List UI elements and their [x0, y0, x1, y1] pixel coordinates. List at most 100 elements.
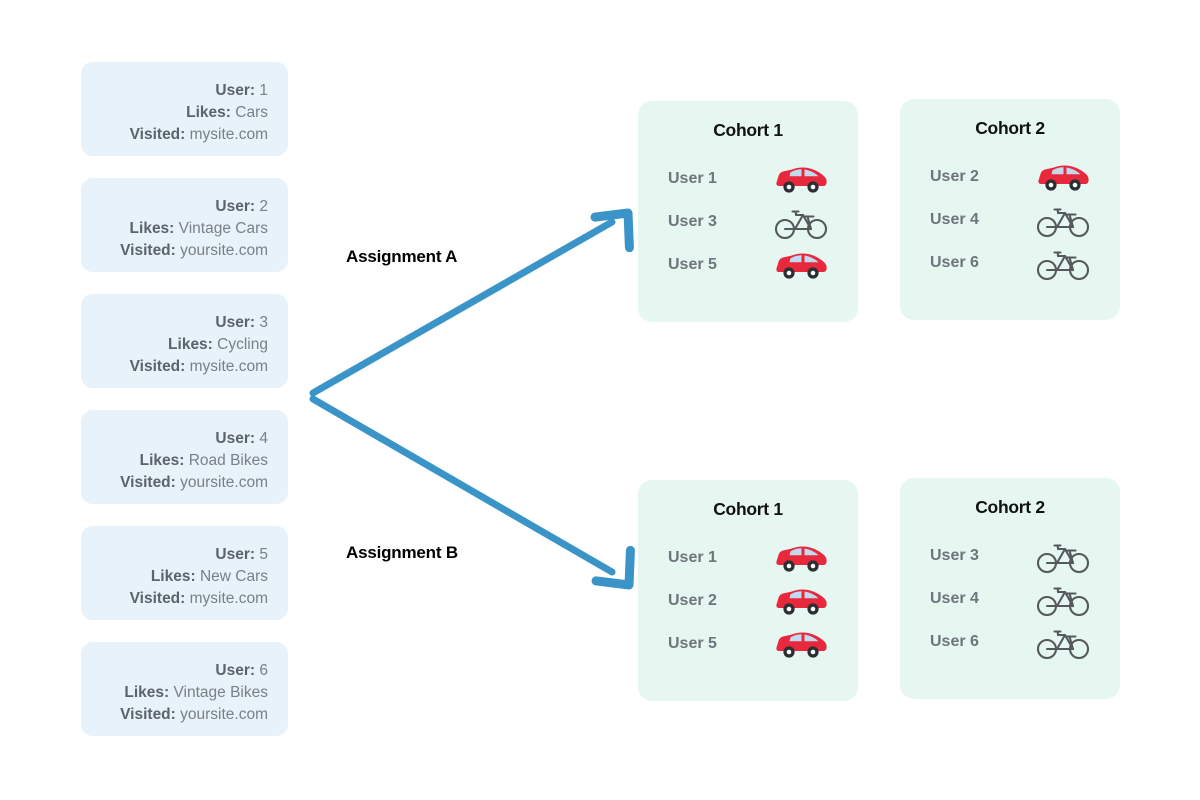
car-icon — [776, 253, 827, 279]
user-card-label-user: User: — [215, 662, 256, 679]
user-card-row-likes: Likes: Cars — [81, 102, 268, 124]
user-card-value-likes: Cycling — [217, 336, 268, 353]
cohort-row-user-label: User 1 — [668, 169, 717, 187]
user-card-row-visited: Visited: mysite.com — [81, 588, 268, 610]
user-card-value-visited: mysite.com — [189, 358, 268, 375]
cohort-row-interest-icon — [1032, 245, 1094, 281]
user-card-label-user: User: — [215, 82, 256, 99]
user-card-row-likes: Likes: Vintage Bikes — [81, 682, 268, 704]
cohort-title: Cohort 1 — [713, 499, 783, 519]
user-card-value-user: 1 — [259, 82, 268, 99]
user-card-label-visited: Visited: — [120, 706, 176, 723]
assignment-a-label: Assignment A — [346, 247, 458, 266]
cohort-row-user-label: User 6 — [930, 632, 979, 650]
user-card-label-likes: Likes: — [168, 336, 213, 353]
user-card-label-likes: Likes: — [129, 220, 175, 237]
cohort-row: User 1 — [668, 157, 832, 200]
user-card-value-likes: Vintage Bikes — [173, 684, 269, 701]
user-card-row-user: User: 6 — [81, 660, 268, 682]
user-card-value-visited: yoursite.com — [180, 706, 268, 723]
cohort-row-user-label: User 2 — [668, 591, 717, 609]
cohort-row-user-label: User 4 — [930, 589, 979, 607]
user-card-value-likes: Vintage Cars — [178, 220, 268, 237]
user-card-row-user: User: 2 — [81, 196, 268, 218]
user-card-label-visited: Visited: — [129, 358, 186, 375]
cohort-box-assignment-a-cohort-1: Cohort 1 User 1 User 3 User 5 — [638, 101, 858, 322]
user-card-value-visited: yoursite.com — [180, 242, 268, 259]
user-card-row-likes: Likes: Vintage Cars — [81, 218, 268, 240]
user-card-value-likes: Cars — [235, 104, 268, 121]
bicycle-icon — [1036, 543, 1090, 573]
cohort-row: User 5 — [668, 243, 832, 286]
user-card-row-user: User: 4 — [81, 428, 268, 450]
user-card-label-likes: Likes: — [124, 684, 170, 701]
user-card-row-visited: Visited: mysite.com — [81, 356, 268, 378]
cohort-row-user-label: User 5 — [668, 255, 717, 273]
assignment-b-label: Assignment B — [346, 543, 458, 562]
user-card-value-user: 3 — [259, 314, 268, 331]
user-card-row-user: User: 3 — [81, 312, 268, 334]
cohort-row: User 3 — [930, 534, 1094, 577]
bicycle-icon — [1036, 207, 1090, 237]
cohort-row-interest-icon — [770, 248, 832, 282]
user-card-value-user: 5 — [259, 546, 268, 563]
user-card-label-visited: Visited: — [120, 474, 176, 491]
cohort-row-interest-icon — [1032, 202, 1094, 238]
user-card-value-user: 2 — [259, 198, 268, 215]
user-card-row-user: User: 5 — [81, 544, 268, 566]
bicycle-icon — [1036, 629, 1090, 659]
user-card-label-user: User: — [215, 198, 256, 215]
user-card-label-visited: Visited: — [129, 590, 186, 607]
cohort-row: User 1 — [668, 536, 832, 579]
user-card-row-visited: Visited: yoursite.com — [81, 240, 268, 262]
cohort-box-assignment-b-cohort-2: Cohort 2 User 3 User 4 User 6 — [900, 478, 1120, 699]
user-card-row-visited: Visited: yoursite.com — [81, 472, 268, 494]
user-card-row-user: User: 1 — [81, 80, 268, 102]
cohort-row-user-label: User 3 — [668, 212, 717, 230]
cohort-row-interest-icon — [770, 541, 832, 575]
cohort-row: User 6 — [930, 241, 1094, 284]
cohort-row-interest-icon — [1032, 538, 1094, 574]
cohort-row: User 4 — [930, 198, 1094, 241]
cohort-row-list: User 1 User 2 User 5 — [638, 536, 858, 665]
cohort-row-list: User 1 User 3 User 5 — [638, 157, 858, 286]
cohort-row-interest-icon — [770, 627, 832, 661]
user-card-label-visited: Visited: — [129, 126, 186, 143]
bicycle-icon — [1036, 586, 1090, 616]
cohort-title: Cohort 2 — [975, 497, 1045, 517]
car-icon — [1038, 165, 1089, 191]
cohort-title: Cohort 2 — [975, 118, 1045, 138]
user-card-label-likes: Likes: — [150, 568, 196, 585]
user-card-value-likes: New Cars — [199, 568, 268, 585]
cohort-row-user-label: User 1 — [668, 548, 717, 566]
user-card-value-user: 4 — [259, 430, 268, 447]
cohort-row-interest-icon — [1032, 160, 1094, 194]
cohort-row-user-label: User 4 — [930, 210, 979, 228]
cohort-row-interest-icon — [770, 162, 832, 196]
user-card-value-visited: mysite.com — [189, 590, 268, 607]
user-card-label-likes: Likes: — [186, 104, 231, 121]
user-card-row-visited: Visited: mysite.com — [81, 124, 268, 146]
bicycle-icon — [1036, 250, 1090, 280]
cohort-row: User 5 — [668, 622, 832, 665]
user-card-value-likes: Road Bikes — [188, 452, 268, 469]
user-card-label-user: User: — [215, 314, 256, 331]
cohort-row-interest-icon — [770, 584, 832, 618]
user-card-row-likes: Likes: New Cars — [81, 566, 268, 588]
cohort-row: User 4 — [930, 577, 1094, 620]
car-icon — [776, 546, 827, 572]
bicycle-icon — [774, 209, 828, 239]
car-icon — [776, 167, 827, 193]
assignment-a-arrow — [309, 208, 634, 397]
cohort-row: User 6 — [930, 620, 1094, 663]
car-icon — [776, 632, 827, 658]
cohort-row: User 3 — [668, 200, 832, 243]
cohort-title: Cohort 1 — [713, 120, 783, 140]
